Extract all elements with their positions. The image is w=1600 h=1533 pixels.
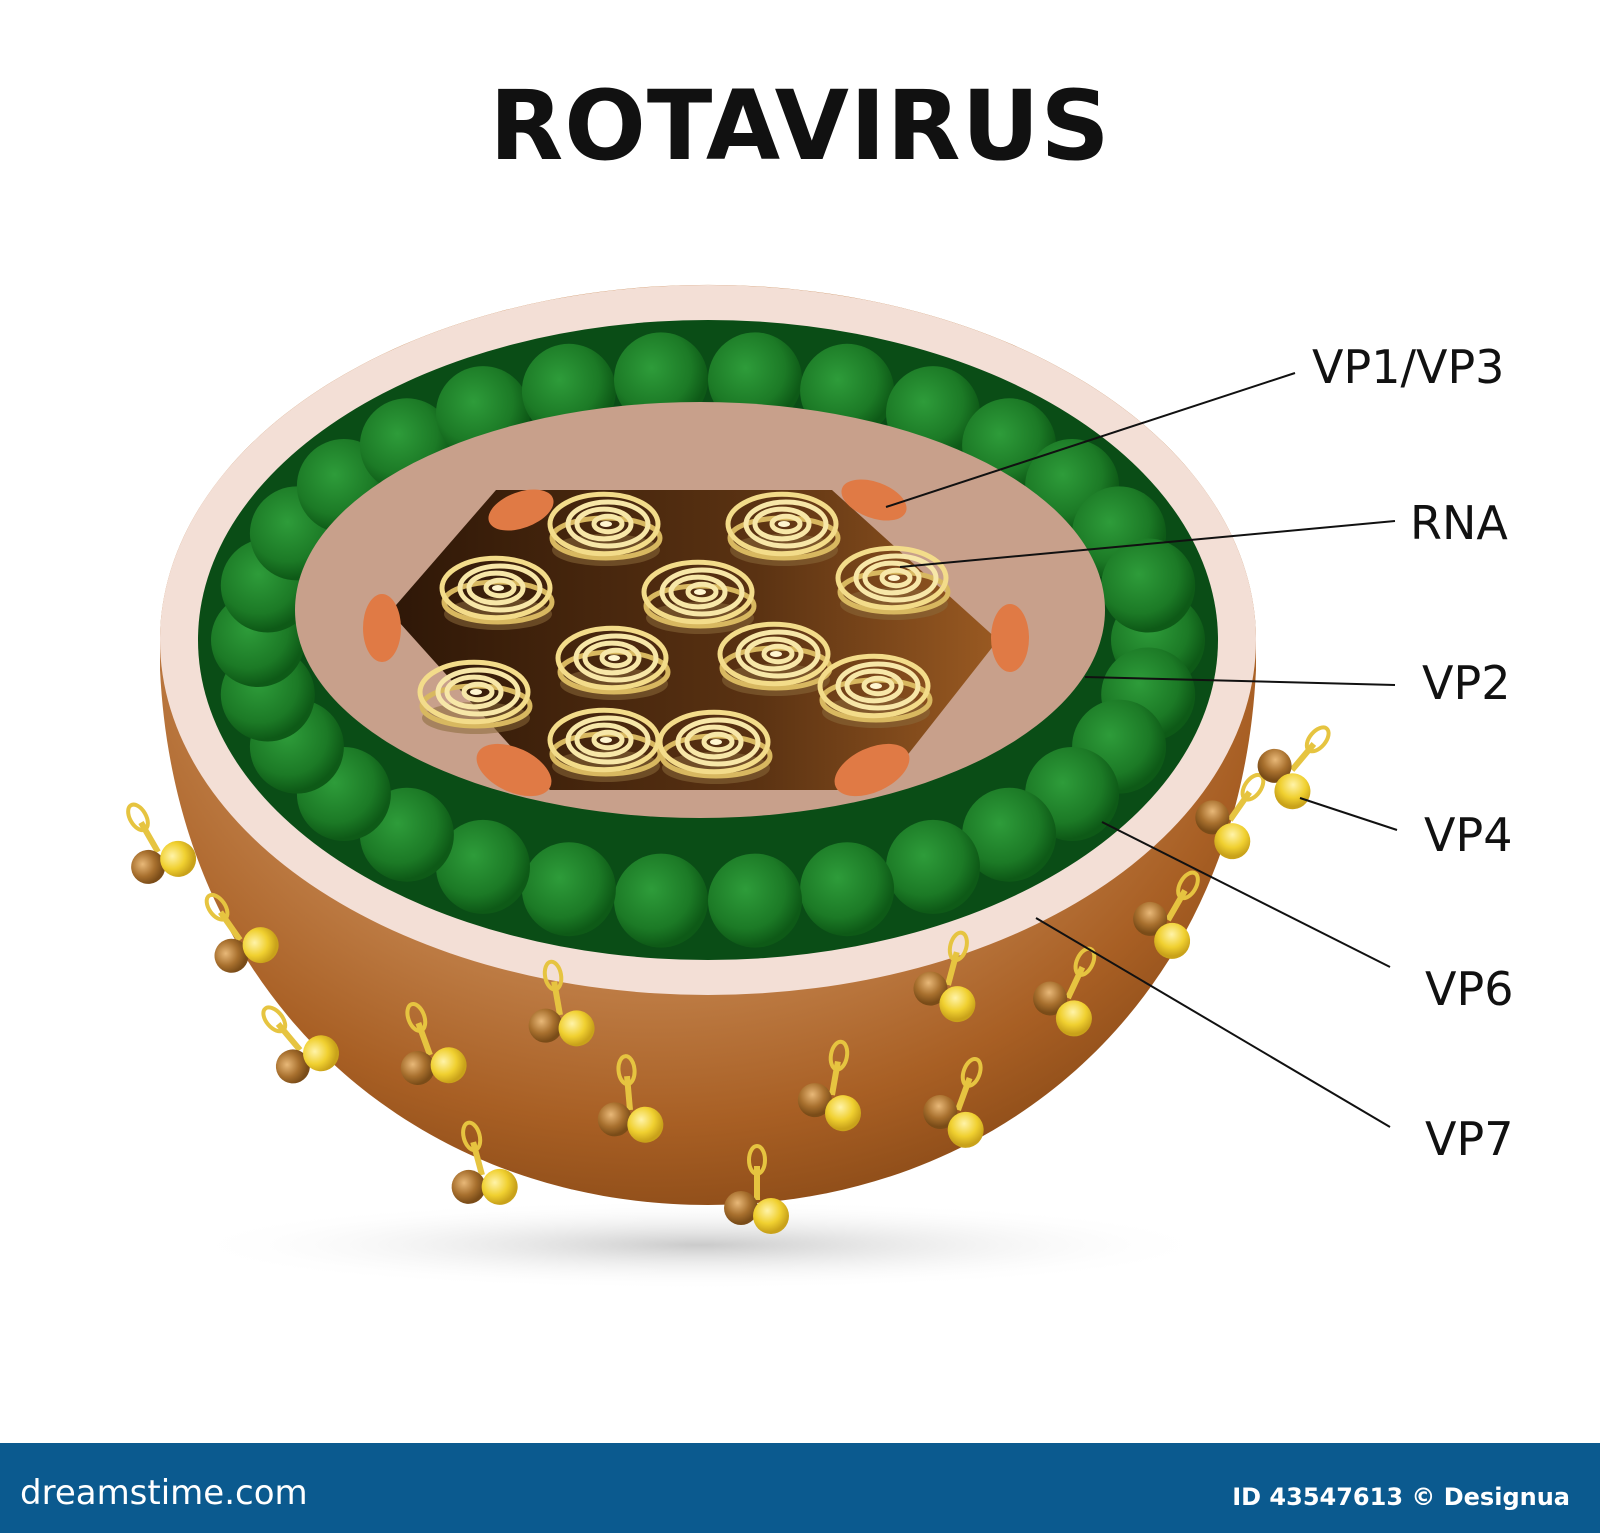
rna-coil	[717, 621, 833, 696]
leader-vp2	[1084, 676, 1396, 686]
label-vp6: VP6	[1425, 962, 1514, 1016]
vp6-bead	[1101, 538, 1196, 633]
leader-vp4	[1299, 797, 1398, 831]
leader-vp7	[1035, 917, 1391, 1128]
label-vp4: VP4	[1424, 808, 1513, 862]
vp4-spike	[1033, 946, 1097, 1037]
rna-coil	[547, 491, 663, 566]
vp6-bead	[614, 853, 708, 948]
rna-coil	[439, 555, 555, 630]
page-title: ROTAVIRUS	[489, 70, 1111, 182]
leader-rna	[899, 520, 1396, 568]
footer-credit: ID 43547613 © Designua	[1232, 1483, 1570, 1511]
rna-coil	[547, 707, 663, 782]
vp4-spike	[923, 1056, 984, 1148]
vp4-spike	[204, 892, 279, 973]
rna-coil	[657, 709, 773, 784]
vp4-spike	[797, 1039, 862, 1132]
vp6-bead	[708, 853, 802, 948]
vp4-spike	[724, 1144, 789, 1234]
vp6-bead	[436, 819, 530, 914]
label-vp1-vp3: VP1/VP3	[1312, 340, 1505, 394]
vp4-spike	[261, 1005, 340, 1084]
rna-coil	[835, 545, 951, 620]
footer-site[interactable]: dreamstime.com	[20, 1473, 308, 1513]
label-vp2: VP2	[1422, 656, 1511, 710]
vp4-spike	[1195, 772, 1266, 860]
vp6-bead	[962, 787, 1057, 882]
vp6-bead	[886, 819, 980, 914]
rna-coil	[725, 491, 841, 566]
vp1-vp3-enzymes	[363, 479, 1029, 797]
vp4-spike	[913, 930, 976, 1023]
vp4-spike	[400, 1001, 467, 1085]
vp4-spike	[451, 1120, 518, 1205]
rna-coil	[641, 559, 757, 634]
vp6-bead	[800, 842, 895, 937]
vp4-spike	[528, 959, 595, 1047]
vp4-spike	[597, 1054, 664, 1143]
rna-coil	[417, 659, 533, 734]
footer-band: dreamstime.com ID 43547613 © Designua	[0, 1443, 1600, 1533]
vp4-spike	[1257, 725, 1331, 810]
rna-coils	[417, 491, 951, 784]
label-rna: RNA	[1410, 496, 1508, 550]
vp4-spike	[126, 802, 197, 884]
leader-vp6	[1101, 821, 1391, 968]
label-vp7: VP7	[1425, 1112, 1514, 1166]
ground-shadow	[180, 1200, 1220, 1290]
leader-lines	[885, 372, 1398, 1128]
rna-coil	[817, 653, 933, 728]
vp4-spike	[1133, 870, 1200, 959]
vp6-bead	[521, 842, 616, 937]
rotavirus-diagram	[126, 284, 1398, 1290]
vp4-spikes	[126, 725, 1331, 1234]
rna-coil	[555, 625, 671, 700]
leader-vp1-vp3	[885, 372, 1296, 508]
